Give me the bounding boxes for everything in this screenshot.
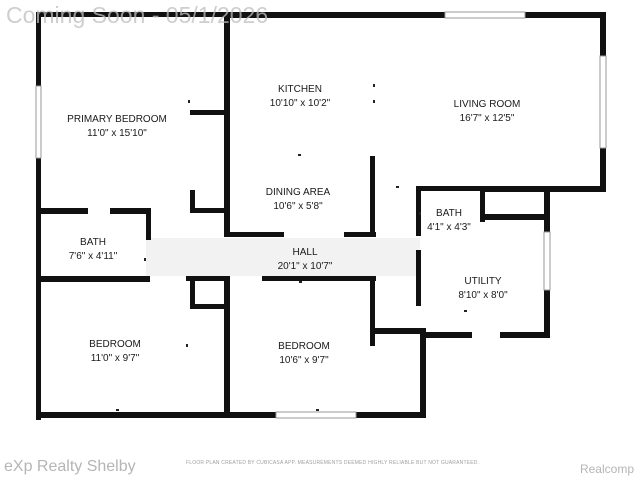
bedroom-left-dimensions: 11'0" x 9'7" (91, 353, 140, 364)
room-bath-main: BATH 7'6" x 4'11" (69, 237, 118, 262)
utility-dimensions: 8'10" x 8'0" (458, 290, 508, 301)
bath-main-dimensions: 7'6" x 4'11" (69, 251, 118, 262)
room-primary-bedroom: PRIMARY BEDROOM 11'0" x 15'10" (67, 114, 167, 139)
room-bedroom-mid: BEDROOM 10'6" x 9'7" (278, 341, 330, 366)
bedroom-mid-dimensions: 10'6" x 9'7" (279, 355, 329, 366)
kitchen-name: KITCHEN (278, 84, 322, 95)
brokerage-watermark: eXp Realty Shelby (4, 458, 136, 475)
living-room-dimensions: 16'7" x 12'5" (460, 113, 515, 124)
living-room-name: LIVING ROOM (454, 99, 521, 110)
bath-main-name: BATH (80, 237, 106, 248)
hall-floor (146, 238, 420, 276)
hall-dimensions: 20'1" x 10'7" (278, 261, 333, 272)
floor-plan-disclaimer: FLOOR PLAN CREATED BY CUBICASA APP. MEAS… (186, 460, 480, 466)
primary-bedroom-dimensions: 11'0" x 15'10" (87, 128, 147, 139)
room-living-room: LIVING ROOM 16'7" x 12'5" (454, 99, 521, 124)
room-bedroom-left: BEDROOM 11'0" x 9'7" (89, 339, 141, 364)
bedroom-left-name: BEDROOM (89, 339, 141, 350)
room-dining-area: DINING AREA 10'6" x 5'8" (266, 187, 331, 212)
room-kitchen: KITCHEN 10'10" x 10'2" (270, 84, 331, 109)
kitchen-dimensions: 10'10" x 10'2" (270, 98, 331, 109)
hall-name: HALL (292, 247, 317, 258)
room-utility: UTILITY 8'10" x 8'0" (458, 276, 508, 301)
bath-small-name: BATH (436, 208, 462, 219)
utility-name: UTILITY (464, 276, 502, 287)
room-bath-small: BATH 4'1" x 4'3" (427, 208, 471, 233)
realcomp-watermark: Realcomp (579, 462, 634, 476)
bath-small-dimensions: 4'1" x 4'3" (427, 222, 471, 233)
door-markers (116, 84, 467, 411)
dining-area-dimensions: 10'6" x 5'8" (273, 201, 323, 212)
coming-soon-watermark: Coming Soon - 05/1/2026 (6, 2, 269, 28)
primary-bedroom-name: PRIMARY BEDROOM (67, 114, 167, 125)
room-hall: HALL 20'1" x 10'7" (278, 247, 333, 272)
bedroom-mid-name: BEDROOM (278, 341, 330, 352)
windows (35, 11, 607, 419)
dining-area-name: DINING AREA (266, 187, 331, 198)
